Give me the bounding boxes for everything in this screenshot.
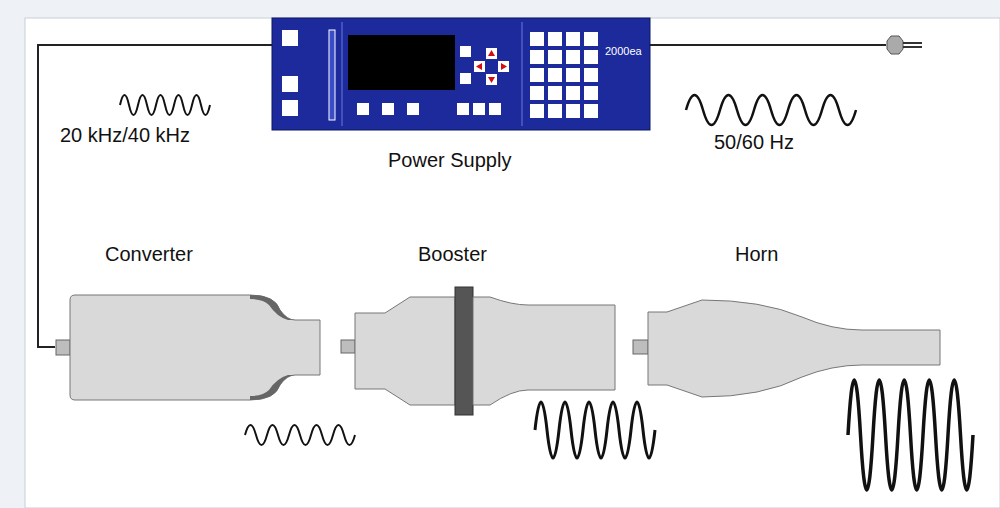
- horn-wave: [848, 380, 973, 490]
- converter-body: Converter: [55, 295, 320, 400]
- mains-wave: [686, 95, 856, 125]
- part-name: Horn: [735, 243, 778, 266]
- power-supply-outline: [272, 18, 650, 130]
- converter-wave: [245, 425, 355, 445]
- model-number: 2000ea: [605, 45, 642, 58]
- mains-cord: [650, 44, 886, 46]
- power-supply: 2000eaPower Supply: [272, 18, 650, 130]
- booster-body: Booster: [340, 287, 615, 415]
- part-name: Booster: [418, 243, 487, 266]
- panel-ground: [25, 18, 1000, 508]
- horn-body-outline: [632, 297, 940, 400]
- booster-body-outline: [340, 287, 615, 415]
- part-name: Power Supply: [388, 149, 511, 172]
- converter-body-outline: [55, 295, 320, 400]
- booster-wave: [535, 402, 655, 458]
- mains-plug: [887, 36, 903, 54]
- signal-wave: [120, 95, 210, 115]
- plug-prong: [903, 42, 922, 44]
- plug-prong: [903, 46, 922, 48]
- part-name: Converter: [105, 243, 193, 266]
- horn-body: Horn: [632, 297, 940, 400]
- frequency-label: 50/60 Hz: [712, 131, 796, 154]
- frequency-label: 20 kHz/40 kHz: [58, 124, 192, 147]
